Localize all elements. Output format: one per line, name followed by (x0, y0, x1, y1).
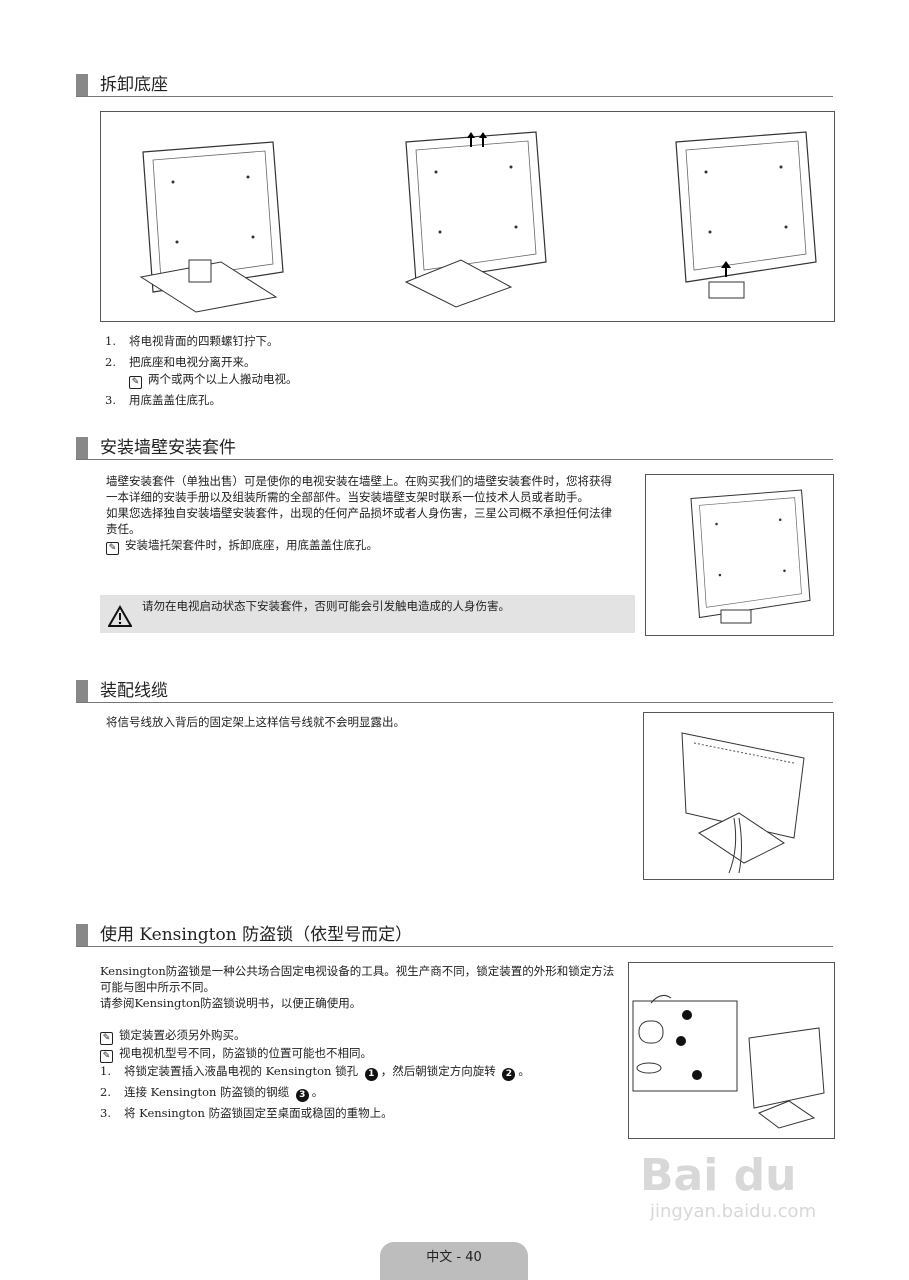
baidu-watermark: Bai du jingyan.baidu.com (640, 1150, 816, 1222)
wall-mount-illustration (690, 489, 811, 624)
cables-text: 将信号线放入背后的固定架上这样信号线就不会明显露出。 (106, 715, 405, 729)
note-pencil-icon: ✎ (129, 376, 142, 389)
cable-management-illustration (681, 732, 805, 874)
kensington-lock-illustration (632, 994, 825, 1129)
wall-mount-text: 墙壁安装套件（单独出售）可是使你的电视安装在墙壁上。在购买我们的墙壁安装套件时，… (106, 474, 612, 555)
watermark-url: jingyan.baidu.com (650, 1201, 817, 1222)
step: 2.连接 Kensington 防盗锁的钢缆 3。 (100, 1085, 324, 1102)
baidu-logo: Bai du (640, 1150, 797, 1201)
figure-wall-mount (645, 474, 834, 636)
callout-3: 3 (295, 1089, 309, 1102)
figure-kensington (628, 962, 835, 1139)
section-heading-remove-stand: 拆卸底座 (76, 70, 833, 97)
figure-cables (643, 712, 834, 880)
warning-triangle-icon (108, 605, 132, 627)
callout-1: 1 (364, 1068, 378, 1081)
note: ✎锁定装置必须另外购买。 (100, 1027, 620, 1045)
step: 3.用底盖盖住底孔。 (105, 393, 221, 407)
heading-bar (76, 680, 88, 702)
step: 2.把底座和电视分离开来。 (105, 355, 256, 369)
note-pencil-icon: ✎ (106, 542, 119, 555)
section-heading-kensington: 使用 Kensington 防盗锁（依型号而定） (76, 920, 833, 947)
kensington-text: Kensington防盗锁是一种公共场合固定电视设备的工具。视生产商不同，锁定装… (100, 963, 620, 1126)
remove-stand-steps: 1.将电视背面的四颗螺钉拧下。 2.把底座和电视分离开来。 ✎两个或两个以上人搬… (105, 333, 298, 413)
heading-bar (76, 74, 88, 96)
step: 3.将 Kensington 防盗锁固定至桌面或稳固的重物上。 (100, 1106, 393, 1120)
page-footer-tab: 中文 - 40 (380, 1242, 528, 1280)
note-pencil-icon: ✎ (100, 1050, 113, 1063)
heading-bar (76, 924, 88, 946)
note-pencil-icon: ✎ (100, 1032, 113, 1045)
section-heading-cables: 装配线缆 (76, 676, 833, 703)
warning-box: 请勿在电视启动状态下安装套件，否则可能会引发触电造成的人身伤害。 (100, 595, 635, 633)
figure-remove-stand (100, 111, 835, 322)
note: ✎视电视机型号不同，防盗锁的位置可能也不相同。 (100, 1045, 620, 1063)
heading-bar (76, 437, 88, 459)
step: 1.将锁定装置插入液晶电视的 Kensington 锁孔 1，然后朝锁定方向旋转… (100, 1064, 530, 1081)
stand-removal-illustration (139, 131, 817, 313)
step: 1.将电视背面的四颗螺钉拧下。 (105, 334, 279, 348)
section-heading-wall-mount: 安装墙壁安装套件 (76, 433, 833, 460)
callout-2: 2 (502, 1068, 516, 1081)
note: ✎两个或两个以上人搬动电视。 (105, 371, 298, 392)
page-number: 中文 - 40 (426, 1250, 482, 1265)
